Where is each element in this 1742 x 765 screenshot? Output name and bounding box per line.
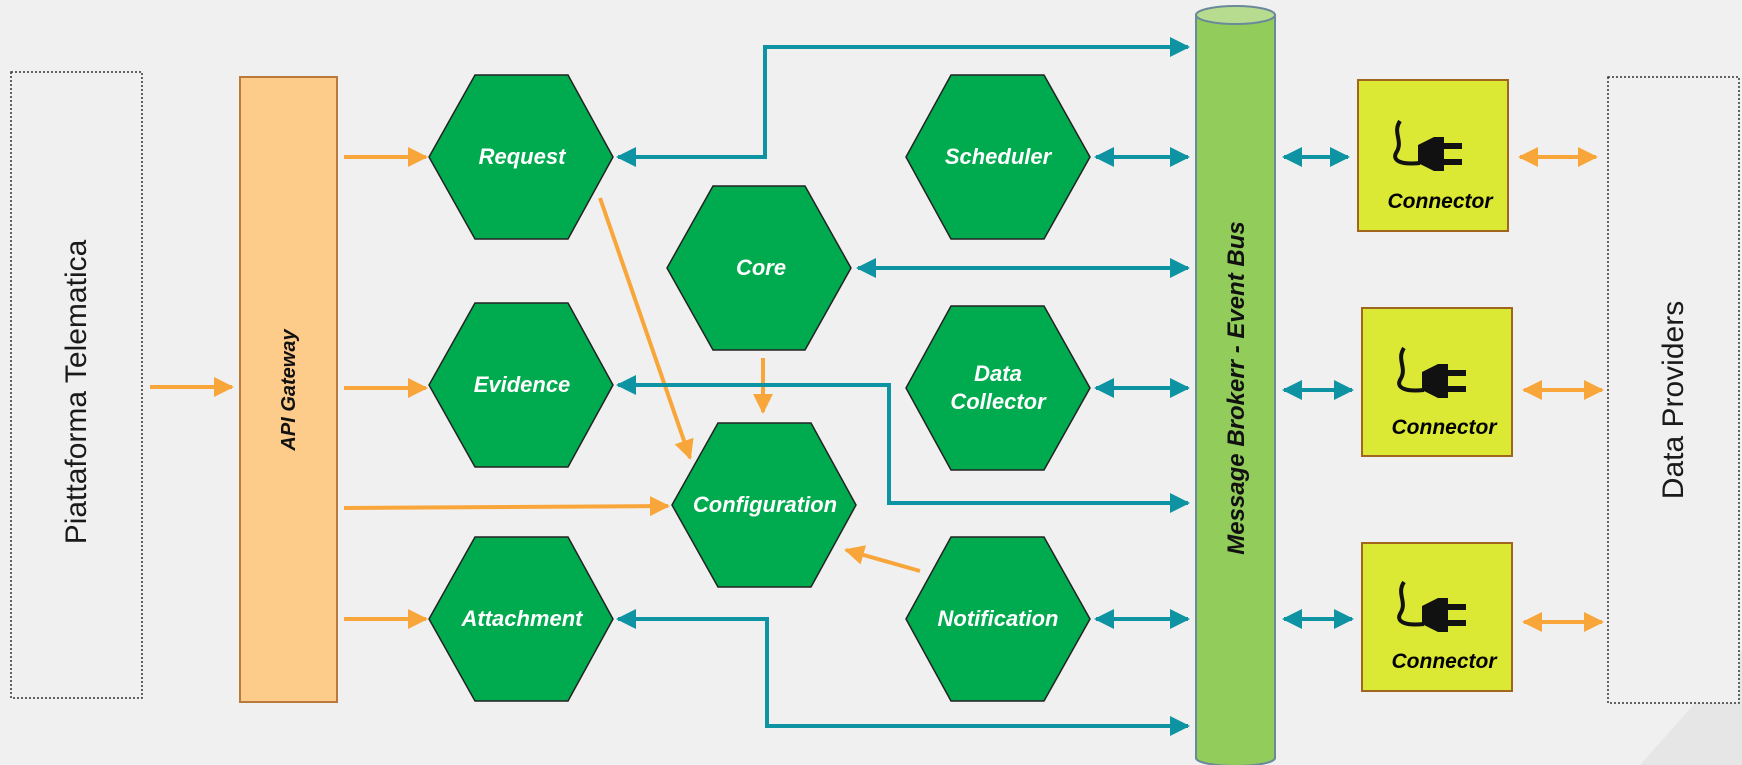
left-system-label: Piattaforma Telematica: [60, 239, 93, 544]
connector-3: Connector: [1361, 542, 1513, 692]
plug-icon: [1397, 580, 1466, 632]
data-providers-box: Data Providers: [1607, 76, 1740, 704]
connector-2-label: Connector: [1392, 416, 1499, 439]
service-core: Core: [666, 185, 852, 351]
service-data-collector-label-1: Data: [974, 361, 1022, 386]
service-evidence-label: Evidence: [474, 372, 571, 397]
message-bus: Message Brokerr - Event Bus: [1195, 5, 1276, 765]
service-notification-label: Notification: [938, 606, 1059, 631]
message-bus-label: Message Brokerr - Event Bus: [1223, 221, 1250, 554]
api-gateway-label: API Gateway: [278, 329, 300, 452]
service-configuration-label: Configuration: [693, 492, 837, 517]
api-gateway: API Gateway: [239, 76, 338, 703]
arrow-gateway-configuration: [343, 496, 670, 517]
plug-icon: [1397, 346, 1466, 398]
service-data-collector-label-2: Collector: [950, 389, 1047, 414]
piattaforma-telematica-box: Piattaforma Telematica: [10, 71, 143, 699]
arrow-request-configuration: [598, 197, 694, 460]
service-scheduler: Scheduler: [905, 74, 1091, 240]
service-evidence: Evidence: [428, 302, 614, 468]
arrow-notification-configuration: [844, 545, 921, 573]
arrow-evidence-bus: [616, 375, 1190, 513]
connector-3-label: Connector: [1392, 650, 1499, 673]
service-configuration: Configuration: [671, 422, 857, 588]
service-notification: Notification: [905, 536, 1091, 702]
service-scheduler-label: Scheduler: [945, 144, 1053, 169]
connector-1-label: Connector: [1388, 190, 1495, 213]
right-system-label: Data Providers: [1657, 301, 1690, 499]
arrow-attachment-bus: [616, 609, 1190, 736]
service-request: Request: [428, 74, 614, 240]
service-core-label: Core: [736, 255, 786, 280]
service-attachment-label: Attachment: [460, 606, 584, 631]
service-attachment: Attachment: [428, 536, 614, 702]
plug-icon: [1393, 119, 1462, 171]
teal-arrows: [616, 37, 1354, 736]
connector-1: Connector: [1357, 79, 1509, 232]
service-data-collector: Data Collector: [905, 305, 1091, 471]
arrow-request-bus: [616, 37, 1190, 167]
service-request-label: Request: [479, 144, 567, 169]
connector-2: Connector: [1361, 307, 1513, 457]
